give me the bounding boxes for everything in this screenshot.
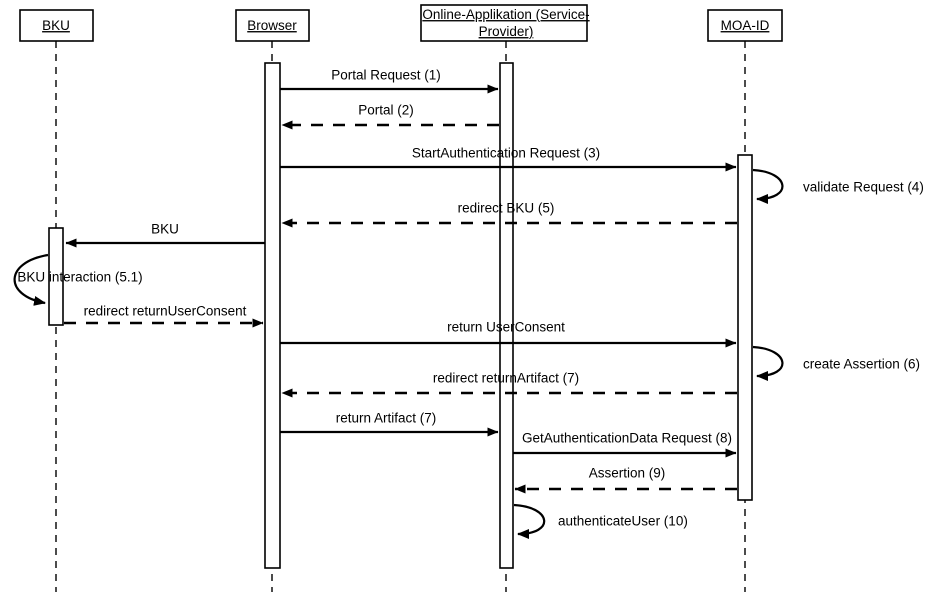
- lifeline-label-online-applikation-line1: Online-Applikation (Service-: [422, 7, 589, 22]
- lifeline-header-online-applikation[interactable]: Online-Applikation (Service- Provider): [420, 4, 590, 42]
- lifeline-label-bku: BKU: [42, 18, 70, 33]
- message-label-redirect-bku: redirect BKU (5): [458, 201, 555, 216]
- message-label-return-userconsent: return UserConsent: [447, 320, 565, 335]
- message-selfloop-create-assertion: [752, 345, 784, 381]
- message-label-portal: Portal (2): [358, 103, 414, 118]
- activation-bars: [48, 62, 753, 569]
- message-label-assertion: Assertion (9): [589, 466, 666, 481]
- message-label-redirect-returnartifact: redirect returnArtifact (7): [433, 371, 579, 386]
- lifeline-label-moaid: MOA-ID: [721, 18, 770, 33]
- message-label-validate-request: validate Request (4): [803, 180, 924, 195]
- message-selfloop-authenticateuser: [513, 503, 546, 539]
- message-label-authenticateuser: authenticateUser (10): [558, 514, 688, 529]
- lifeline-header-browser[interactable]: Browser: [235, 9, 310, 42]
- message-label-getauthenticationdata-request: GetAuthenticationData Request (8): [522, 431, 732, 446]
- message-label-return-artifact: return Artifact (7): [336, 411, 437, 426]
- activation-bar-browser: [264, 62, 281, 569]
- activation-bar-bku: [48, 227, 64, 326]
- message-labels: Portal Request (1) Portal (2) StartAuthe…: [17, 68, 923, 529]
- message-label-create-assertion: create Assertion (6): [803, 357, 920, 372]
- lifeline-header-bku[interactable]: BKU: [19, 9, 94, 42]
- message-label-bku: BKU: [151, 222, 179, 237]
- lifeline-label-browser: Browser: [247, 18, 297, 33]
- activation-bar-online-applikation: [499, 62, 514, 569]
- activation-bar-moaid: [737, 154, 753, 501]
- message-selfloop-validate-request: [752, 168, 784, 204]
- message-selfloop-bku-interaction: [13, 253, 49, 306]
- message-label-redirect-returnuserconsent: redirect returnUserConsent: [84, 304, 247, 319]
- message-label-portal-request: Portal Request (1): [331, 68, 441, 83]
- message-arrows: [13, 84, 784, 539]
- message-label-bku-interaction: BKU interaction (5.1): [17, 270, 142, 285]
- lifeline-headers: BKU Browser Online-Applikation (Service-…: [19, 4, 783, 42]
- lifeline-header-moaid[interactable]: MOA-ID: [707, 9, 783, 42]
- message-label-startauthentication-request: StartAuthentication Request (3): [412, 146, 600, 161]
- lifeline-label-online-applikation-line2: Provider): [479, 24, 534, 39]
